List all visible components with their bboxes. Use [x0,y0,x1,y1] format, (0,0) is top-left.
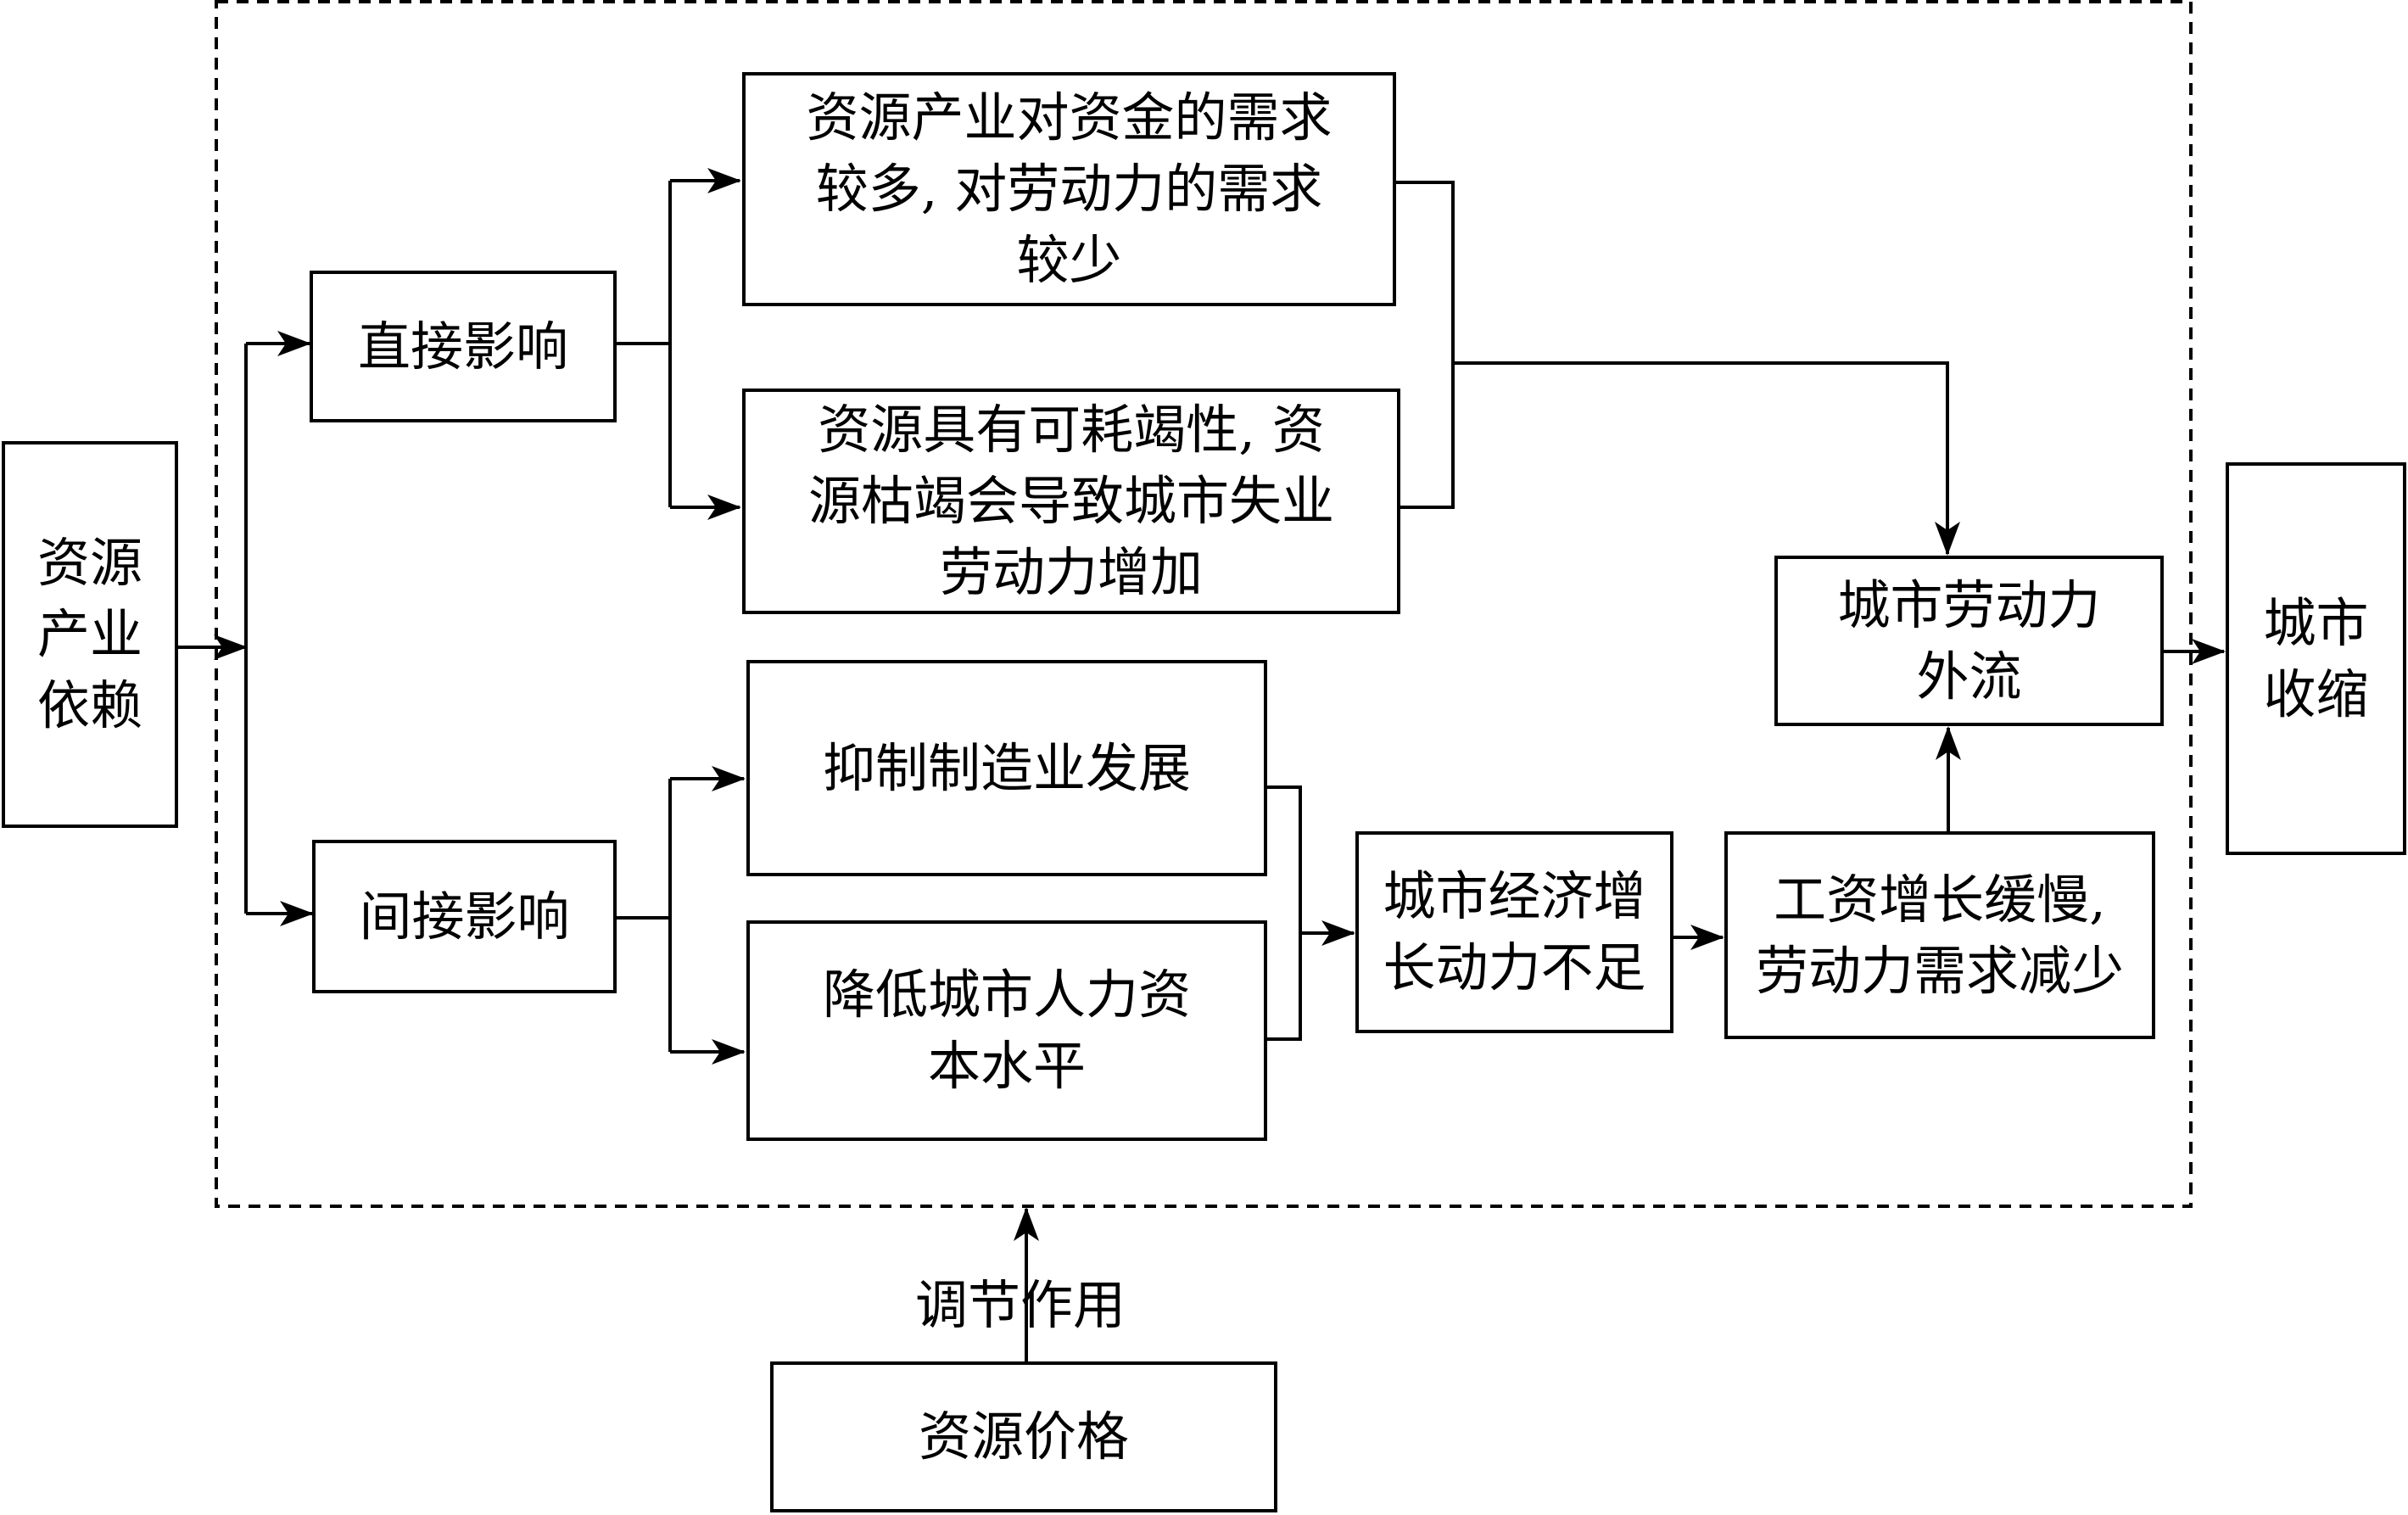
edge-capital-merge [1395,181,1455,509]
edge-direct-to-outflow [1453,361,1960,556]
node-labor-outflow: 城市劳动力 外流 [1774,556,2164,726]
node-lower-human-capital: 降低城市人力资 本水平 [746,920,1267,1141]
dashed-boundary [215,0,2193,1208]
node-insufficient-growth: 城市经济增 长动力不足 [1355,831,1673,1033]
node-capital-demand-text: 资源产业对资金的需求 较多, 对劳动力的需求 较少 [806,87,1333,291]
node-lower-human-capital-text: 降低城市人力资 本水平 [822,964,1191,1097]
edge-indirect-merge [1266,785,1302,1041]
node-urban-shrinkage-text: 城市 收缩 [2263,591,2369,725]
node-resource-price: 资源价格 [770,1361,1277,1512]
node-capital-demand: 资源产业对资金的需求 较多, 对劳动力的需求 较少 [742,72,1396,306]
node-exhaustibility-text: 资源具有可耗竭性, 资 源枯竭会导致城市失业 劳动力增加 [807,399,1334,603]
node-insufficient-growth-text: 城市经济增 长动力不足 [1383,865,1646,998]
node-resource-dependence: 资源 产业 依赖 [2,441,178,828]
node-inhibit-manufacturing: 抑制制造业发展 [746,660,1267,876]
edge-label-moderating-effect: 调节作用 [915,1274,1126,1336]
node-direct-effect-text: 直接影响 [357,315,568,377]
node-indirect-effect: 间接影响 [312,840,617,993]
node-slow-wage-growth: 工资增长缓慢, 劳动力需求减少 [1724,831,2155,1039]
node-slow-wage-growth-text: 工资增长缓慢, 劳动力需求减少 [1755,868,2124,1002]
node-urban-shrinkage: 城市 收缩 [2226,462,2406,855]
node-labor-outflow-text: 城市劳动力 外流 [1837,573,2101,707]
node-direct-effect: 直接影响 [310,271,617,422]
node-exhaustibility: 资源具有可耗竭性, 资 源枯竭会导致城市失业 劳动力增加 [742,389,1400,614]
node-resource-dependence-text: 资源 产业 依赖 [36,532,142,736]
node-indirect-effect-text: 间接影响 [359,885,570,948]
node-resource-price-text: 资源价格 [918,1406,1129,1467]
node-inhibit-manufacturing-text: 抑制制造业发展 [822,736,1191,799]
